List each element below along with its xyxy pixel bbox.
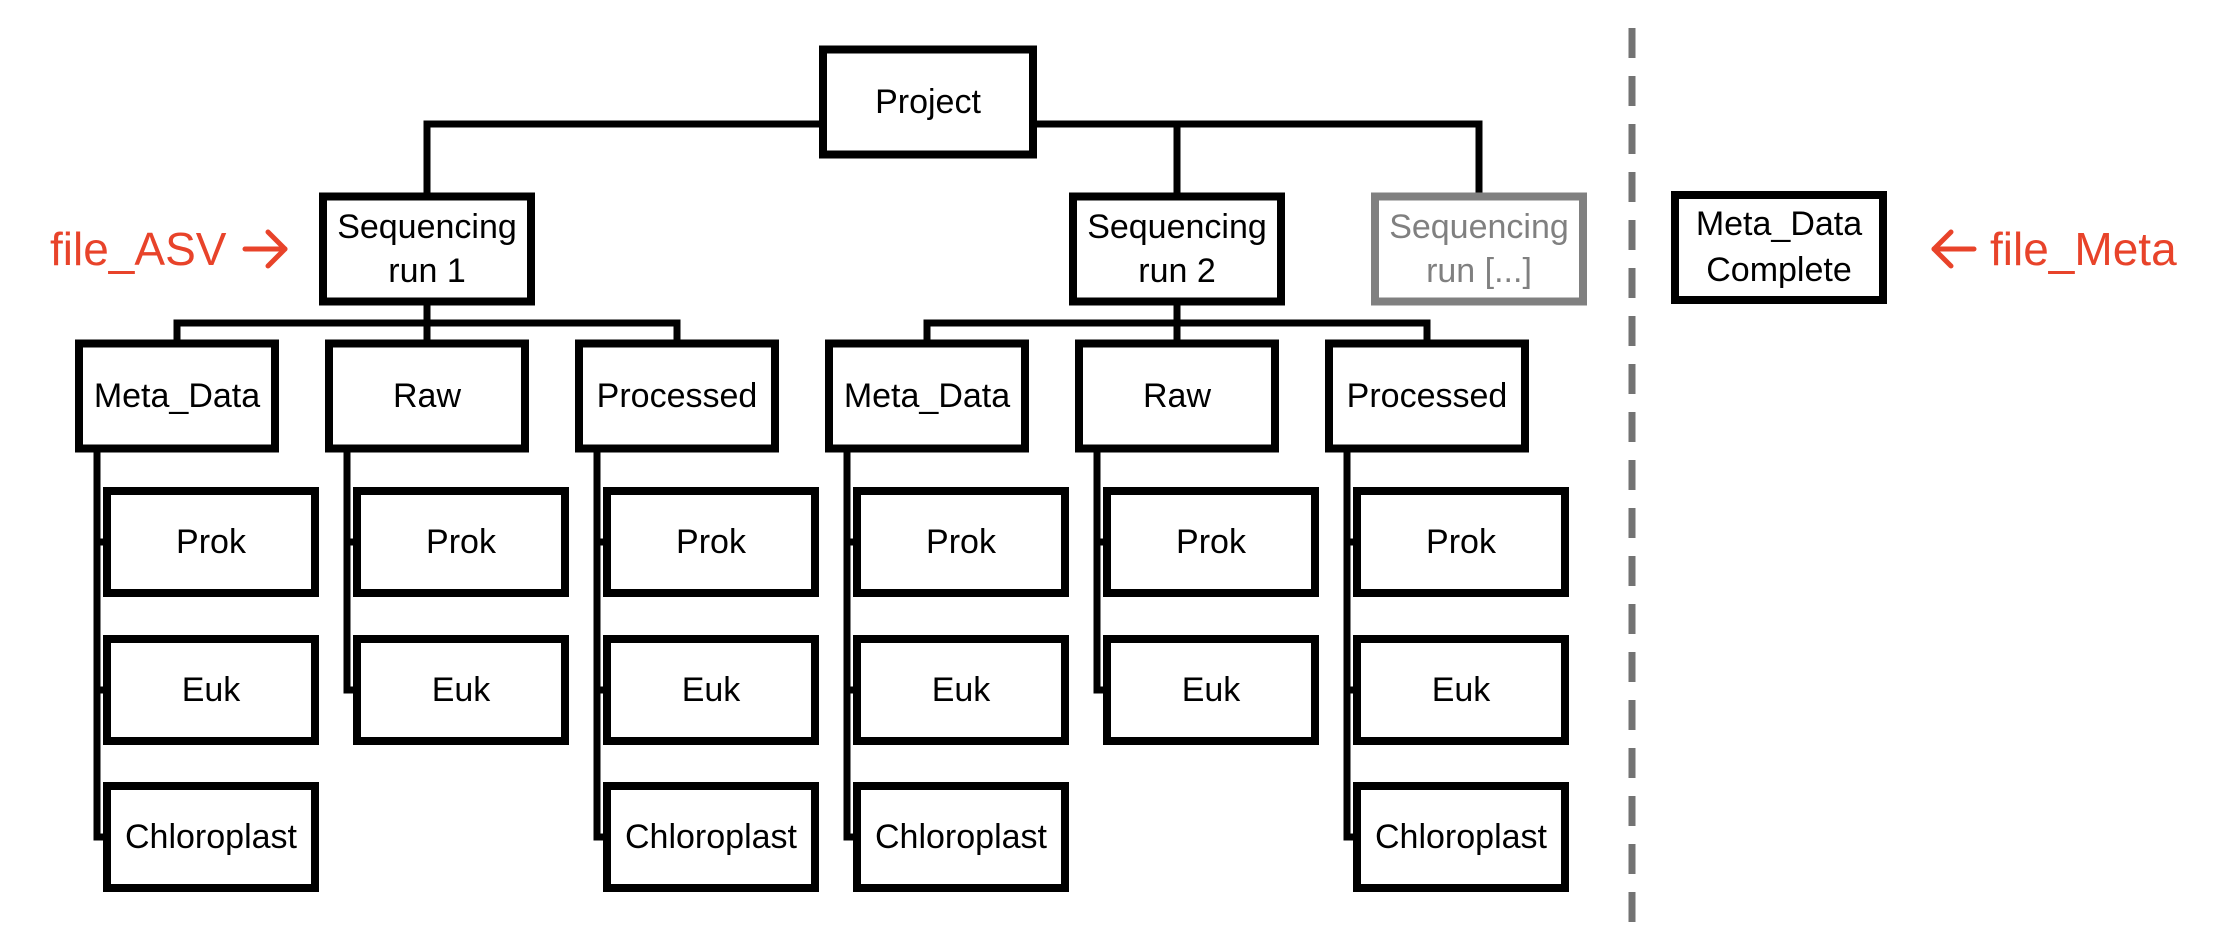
run1-processed-prok-box-label: Prok [676,523,747,561]
run2-meta-data-euk-box: Euk [853,635,1069,745]
connectors [93,120,1483,841]
run2-meta-data-euk-box-label: Euk [932,671,992,709]
run1-meta-data-euk-box-label: Euk [182,671,242,709]
sequencing-run-placeholder-box-label-2: run [...] [1426,252,1532,290]
run2-folder-raw-box-label: Raw [1143,377,1211,415]
run1-processed-chloroplast-box-label: Chloroplast [625,818,798,856]
run2-folder-raw-box: Raw [1075,339,1279,453]
sequencing-run-2-box-label-2: run 2 [1138,252,1216,290]
run2-raw-prok-box-label: Prok [1176,523,1247,561]
run1-meta-data-chloroplast-box-label: Chloroplast [125,818,298,856]
run1-meta-data-chloroplast-box: Chloroplast [103,782,319,892]
run2-processed-prok-box: Prok [1353,487,1569,597]
sequencing-run-1-box: Sequencing run 1 [319,192,535,306]
run1-meta-data-prok-box: Prok [103,487,319,597]
run1-meta-data-prok-box-label: Prok [176,523,247,561]
run1-folder-raw-box-label: Raw [393,377,461,415]
run1-meta-data-euk-box: Euk [103,635,319,745]
run2-raw-euk-box: Euk [1103,635,1319,745]
run1-processed-prok-box: Prok [603,487,819,597]
arrow-left-icon [1931,229,1977,269]
run2-folder-meta-data-box: Meta_Data [825,339,1029,453]
file-asv-annotation: file_ASV [50,223,288,275]
run1-processed-euk-box-label: Euk [682,671,742,709]
run1-raw-euk-box: Euk [353,635,569,745]
arrow-right-icon [242,229,288,269]
run1-folder-meta-data-box: Meta_Data [75,339,279,453]
run1-folder-raw-box: Raw [325,339,529,453]
run2-folder-processed-box: Processed [1325,339,1529,453]
run2-folder-meta-data-box-label: Meta_Data [844,377,1010,415]
run2-meta-data-prok-box: Prok [853,487,1069,597]
run2-processed-chloroplast-box: Chloroplast [1353,782,1569,892]
run1-folder-processed-box: Processed [575,339,779,453]
file-meta-annotation: file_Meta [1931,223,2177,275]
meta-complete-line1: Meta_Data [1696,205,1862,243]
run2-raw-prok-box: Prok [1103,487,1319,597]
run1-folder-meta-data-box-label: Meta_Data [94,377,260,415]
run2-processed-prok-box-label: Prok [1426,523,1497,561]
run1-raw-prok-box-label: Prok [426,523,497,561]
file-asv-label: file_ASV [50,223,227,275]
sequencing-run-2-box: Sequencing run 2 [1069,192,1285,306]
sequencing-run-1-box-label-2: run 1 [388,252,466,290]
run1-raw-euk-box-label: Euk [432,671,492,709]
run2-meta-data-chloroplast-box: Chloroplast [853,782,1069,892]
meta-complete-line2: Complete [1706,251,1852,289]
run1-processed-chloroplast-box: Chloroplast [603,782,819,892]
project-box: Project [819,45,1037,159]
run2-folder-processed-box-label: Processed [1347,377,1508,415]
meta-complete-box: Meta_Data Complete [1671,191,1887,304]
run2-processed-euk-box: Euk [1353,635,1569,745]
file-meta-label: file_Meta [1990,223,2177,275]
sequencing-run-placeholder-box: Sequencing run [...] [1371,192,1587,306]
run2-processed-euk-box-label: Euk [1432,671,1492,709]
run1-folder-processed-box-label: Processed [597,377,758,415]
run2-raw-euk-box-label: Euk [1182,671,1242,709]
sequencing-run-1-box-label-1: Sequencing [337,208,517,246]
run1-processed-euk-box: Euk [603,635,819,745]
run2-meta-data-prok-box-label: Prok [926,523,997,561]
run1-raw-prok-box: Prok [353,487,569,597]
sequencing-run-placeholder-box-label-1: Sequencing [1389,208,1569,246]
project-box-label: Project [875,83,981,121]
run2-processed-chloroplast-box-label: Chloroplast [1375,818,1548,856]
sequencing-run-2-box-label-1: Sequencing [1087,208,1267,246]
run2-meta-data-chloroplast-box-label: Chloroplast [875,818,1048,856]
